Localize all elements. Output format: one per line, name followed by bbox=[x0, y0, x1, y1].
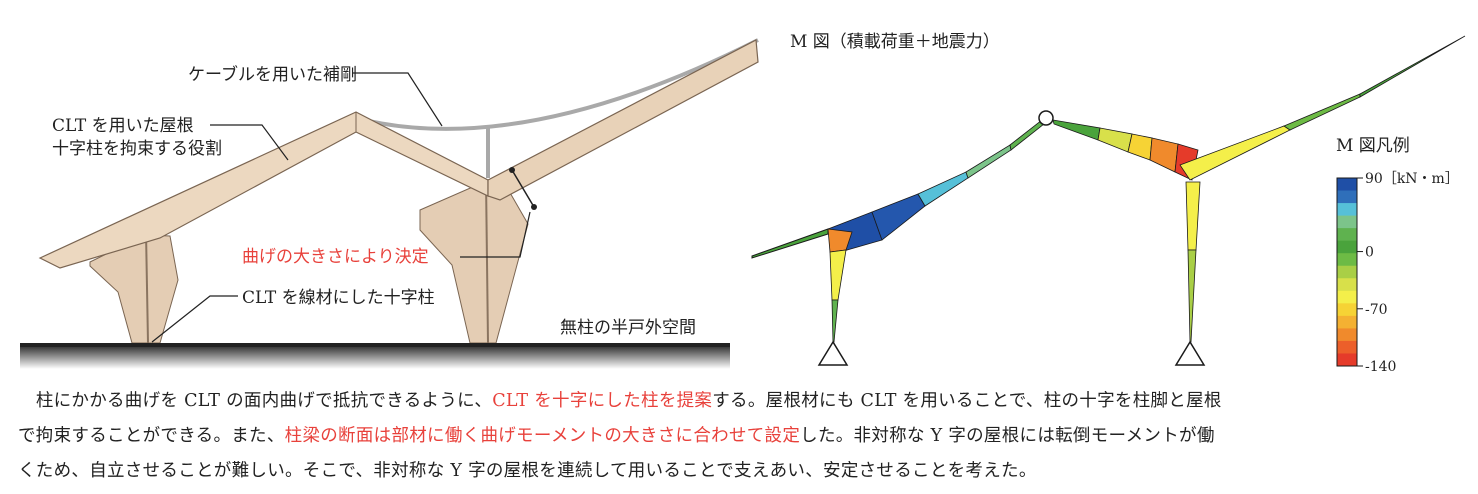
right-roof-slab bbox=[487, 39, 759, 201]
legend-tick-label: 90［kN・m］ bbox=[1365, 171, 1459, 187]
legend-swatch bbox=[1337, 253, 1357, 267]
caption-line-2: で拘束することができる。また、柱梁の断面は部材に働く曲げモーメントの大きさに合わ… bbox=[18, 419, 1468, 454]
stiffening-cable bbox=[355, 38, 759, 131]
legend-ticks: 90［kN・m］ 0 -70 -140 bbox=[1357, 171, 1459, 375]
legend-swatch bbox=[1337, 240, 1357, 254]
legend-swatch bbox=[1337, 353, 1357, 367]
caption-line-3: くため、自立させることが難しい。そこで、非対称な Y 字の屋根を連続して用いるこ… bbox=[18, 454, 1468, 489]
legend-swatch bbox=[1337, 190, 1357, 204]
legend-swatch bbox=[1337, 340, 1357, 354]
label-bending: 曲げの大きさにより決定 bbox=[242, 247, 429, 267]
left-pin-support bbox=[817, 340, 849, 366]
caption-text: で拘束することができる。また、 bbox=[18, 426, 285, 446]
legend-tick-label: -140 bbox=[1365, 359, 1396, 375]
legend-swatch bbox=[1337, 228, 1357, 242]
legend-tick-label: -70 bbox=[1365, 302, 1388, 318]
label-column: CLT を線材にした十字柱 bbox=[242, 288, 435, 308]
legend-outline bbox=[1336, 177, 1358, 367]
structure-illustration: ケーブルを用いた補剛 CLT を用いた屋根 十字柱を拘束する役割 曲げの大きさに… bbox=[20, 38, 759, 369]
caption-highlight: CLT を十字にした柱を提案 bbox=[492, 391, 713, 411]
label-roof-line1: CLT を用いた屋根 bbox=[52, 116, 194, 136]
legend-swatch bbox=[1337, 303, 1357, 317]
label-cable: ケーブルを用いた補剛 bbox=[188, 64, 357, 85]
caption-text: した。非対称な Y 字の屋根には転倒モーメントが働 bbox=[800, 426, 1215, 446]
right-pin-support bbox=[1174, 340, 1206, 366]
legend-swatch bbox=[1337, 278, 1357, 292]
legend-swatch bbox=[1337, 315, 1357, 329]
legend-swatch bbox=[1337, 215, 1357, 229]
label-space: 無柱の半戸外空間 bbox=[560, 318, 696, 338]
legend-swatch bbox=[1337, 265, 1357, 279]
legend-swatch bbox=[1337, 178, 1357, 192]
m-diagram-title: M 図（積載荷重＋地震力） bbox=[790, 32, 1000, 52]
ground-line bbox=[20, 343, 730, 347]
legend-swatch bbox=[1337, 203, 1357, 217]
caption-highlight: 柱梁の断面は部材に働く曲げモーメントの大きさに合わせて設定 bbox=[284, 426, 801, 446]
legend-swatch bbox=[1337, 328, 1357, 342]
figure-canvas: ケーブルを用いた補剛 CLT を用いた屋根 十字柱を拘束する役割 曲げの大きさに… bbox=[20, 32, 1466, 375]
legend-swatch bbox=[1337, 290, 1357, 304]
caption-line-1: 柱にかかる曲げを CLT の面内曲げで抵抗できるように、CLT を十字にした柱を… bbox=[18, 384, 1468, 419]
caption-text: くため、自立させることが難しい。そこで、非対称な Y 字の屋根を連続して用いるこ… bbox=[18, 461, 1037, 481]
label-roof-line2: 十字柱を拘束する役割 bbox=[52, 139, 222, 159]
right-cross-column bbox=[419, 181, 529, 344]
left-roof-slab bbox=[38, 111, 489, 269]
legend-tick-label: 0 bbox=[1365, 245, 1374, 261]
caption: 柱にかかる曲げを CLT の面内曲げで抵抗できるように、CLT を十字にした柱を… bbox=[18, 384, 1468, 489]
hinge-node bbox=[1038, 110, 1054, 126]
moment-diagram: M 図（積載荷重＋地震力） M 図凡例 90［kN・m bbox=[751, 32, 1466, 375]
caption-text: する。屋根材にも CLT を用いることで、柱の十字を柱脚と屋根 bbox=[712, 391, 1222, 411]
legend-color-bar bbox=[1336, 177, 1358, 367]
legend-title: M 図凡例 bbox=[1336, 136, 1410, 156]
caption-text: 柱にかかる曲げを CLT の面内曲げで抵抗できるように、 bbox=[35, 391, 493, 411]
